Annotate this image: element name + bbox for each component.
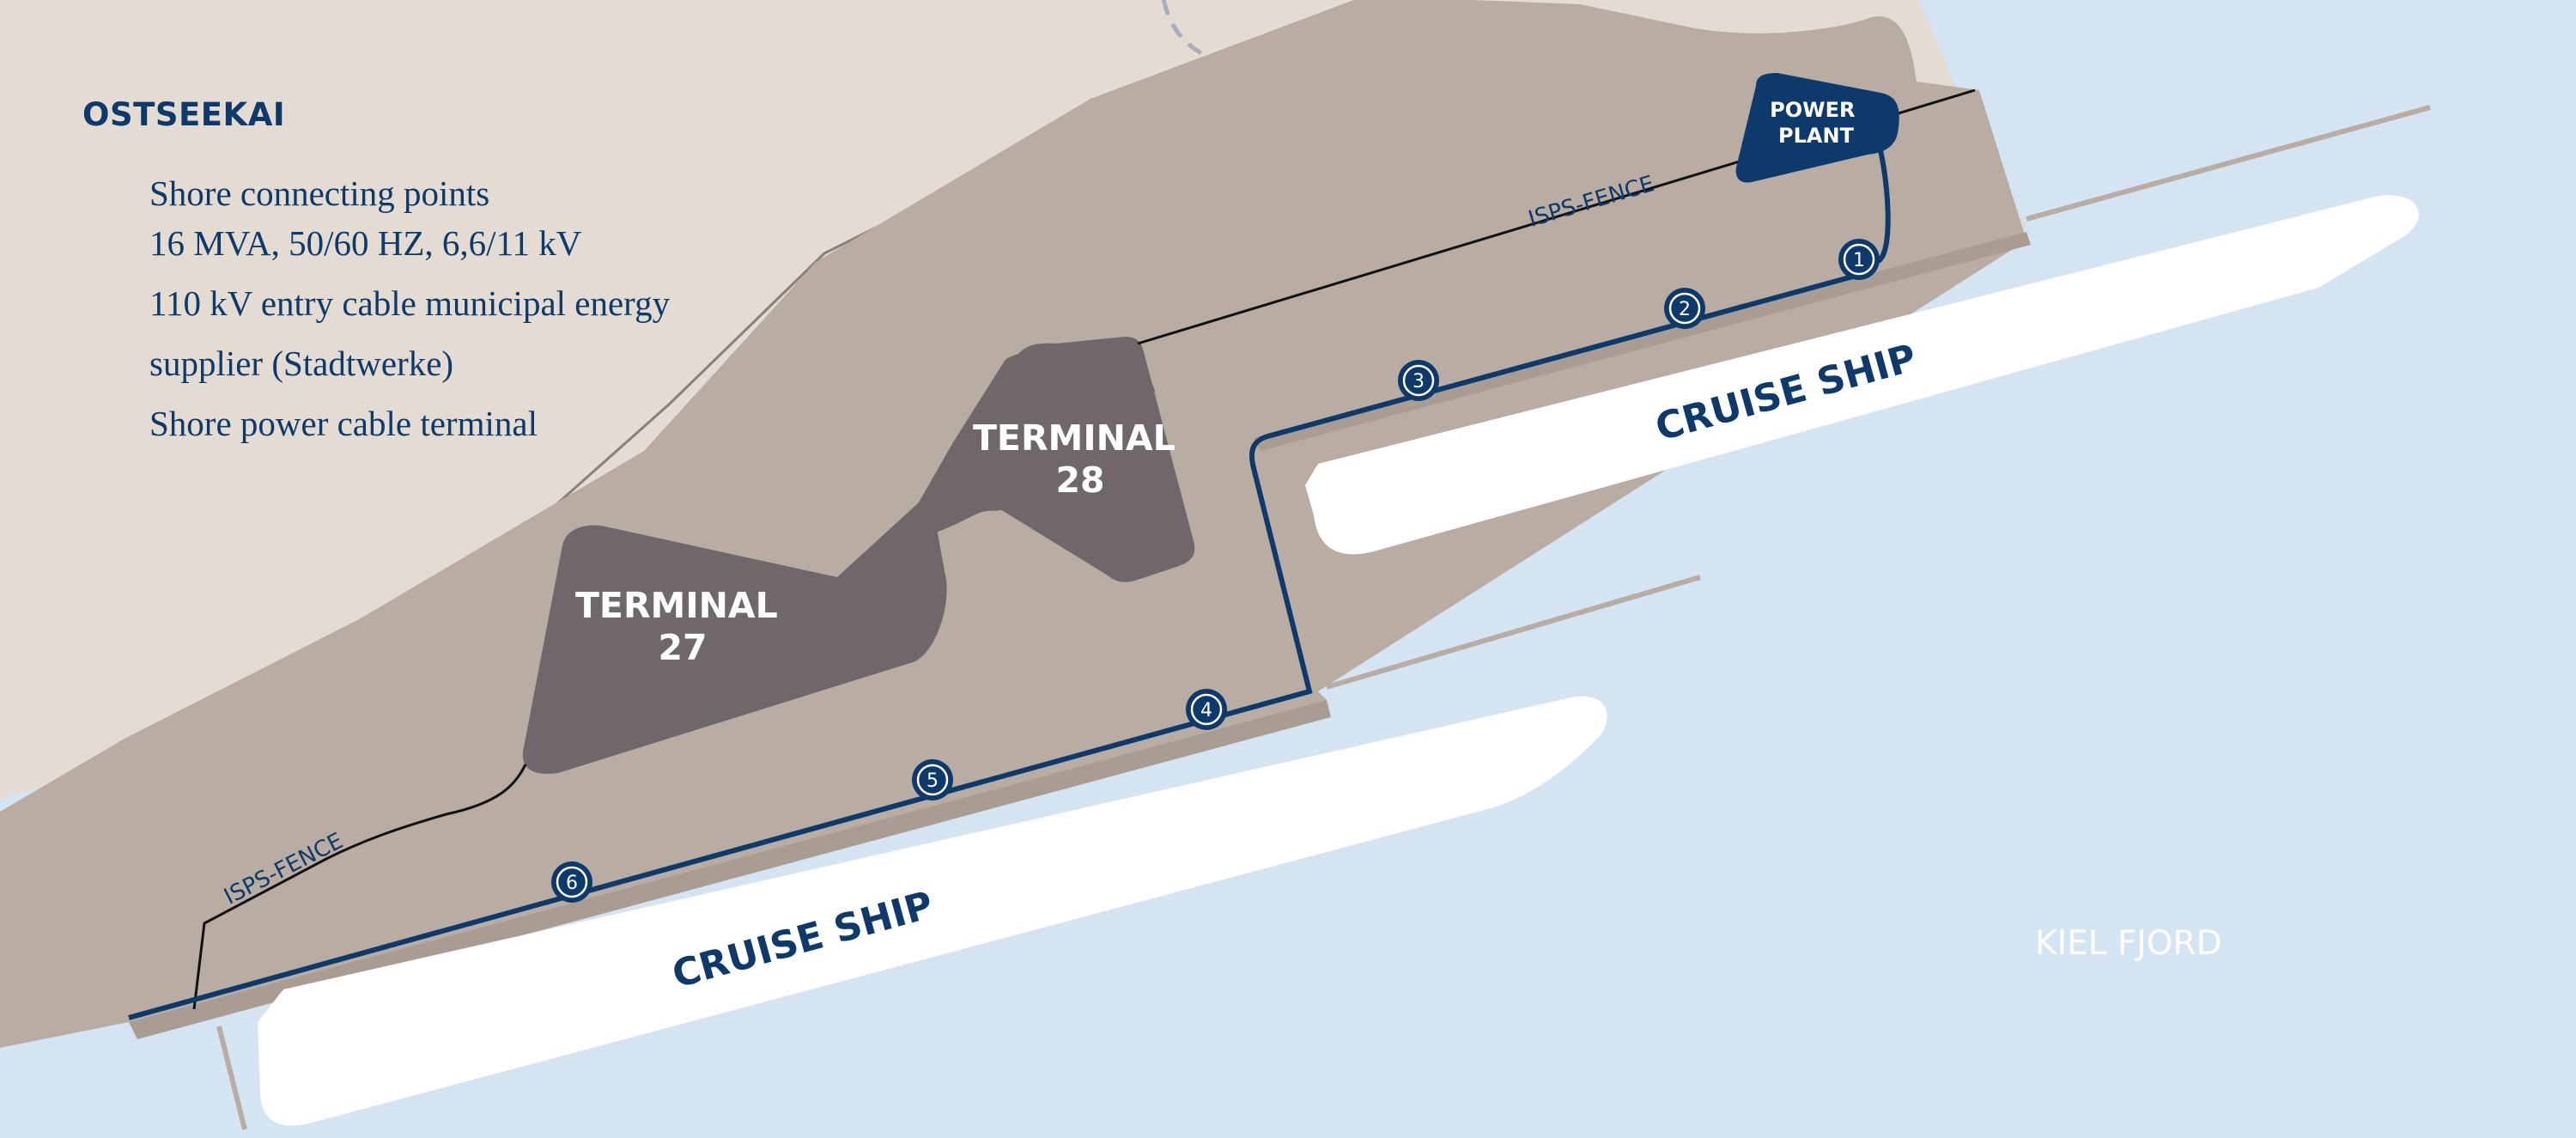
cruise-ship-upper — [1305, 195, 2419, 555]
cruise-ship-lower — [258, 696, 1607, 1126]
legend-title: OSTSEEKAI — [82, 96, 286, 133]
connection-point-number: 1 — [1853, 250, 1865, 271]
kiel-fjord-label: KIEL FJORD — [2035, 924, 2222, 963]
pier-upper — [2026, 105, 2431, 222]
legend-item: 110 kV entry cable municipal energy — [149, 283, 671, 323]
legend-item: supplier (Stadtwerke) — [149, 344, 454, 383]
connection-point-1: 1 — [1838, 239, 1880, 280]
connection-point-4: 4 — [1186, 689, 1227, 730]
terminal-27-label: TERMINAL 27 — [575, 585, 790, 668]
connection-point-2: 2 — [1664, 288, 1705, 329]
connection-points: 1 2 3 4 5 6 — [551, 239, 1880, 903]
upper-quay-edge — [1254, 232, 2031, 451]
connection-point-number: 6 — [566, 873, 578, 894]
terminal-28-label: TERMINAL 28 — [973, 417, 1188, 501]
connection-point-5: 5 — [912, 759, 953, 800]
connection-point-3: 3 — [1398, 360, 1439, 401]
quay-area — [0, 0, 2026, 1048]
legend-list: Shore connecting points 16 MVA, 50/60 HZ… — [149, 168, 670, 448]
power-plant-building — [1735, 73, 1899, 183]
isps-fence-lower — [192, 764, 527, 1010]
connection-point-number: 4 — [1200, 700, 1212, 721]
terminal-28-building — [996, 337, 1195, 582]
lower-quay-edge — [129, 700, 1331, 1039]
connection-point-6: 6 — [551, 861, 592, 903]
legend-item: 16 MVA, 50/60 HZ, 6,6/11 kV — [149, 223, 582, 263]
pier-middle — [1326, 575, 1701, 690]
connection-point-number: 3 — [1413, 371, 1425, 393]
legend-item: Shore connecting points — [149, 173, 490, 213]
terminal-27-building — [522, 516, 947, 774]
pier-lower — [216, 1025, 247, 1130]
connection-point-number: 5 — [927, 770, 939, 792]
connection-point-number: 2 — [1679, 299, 1691, 320]
legend-item: Shore power cable terminal — [149, 404, 538, 443]
power-plant-label: POWER PLANT — [1770, 98, 1862, 148]
